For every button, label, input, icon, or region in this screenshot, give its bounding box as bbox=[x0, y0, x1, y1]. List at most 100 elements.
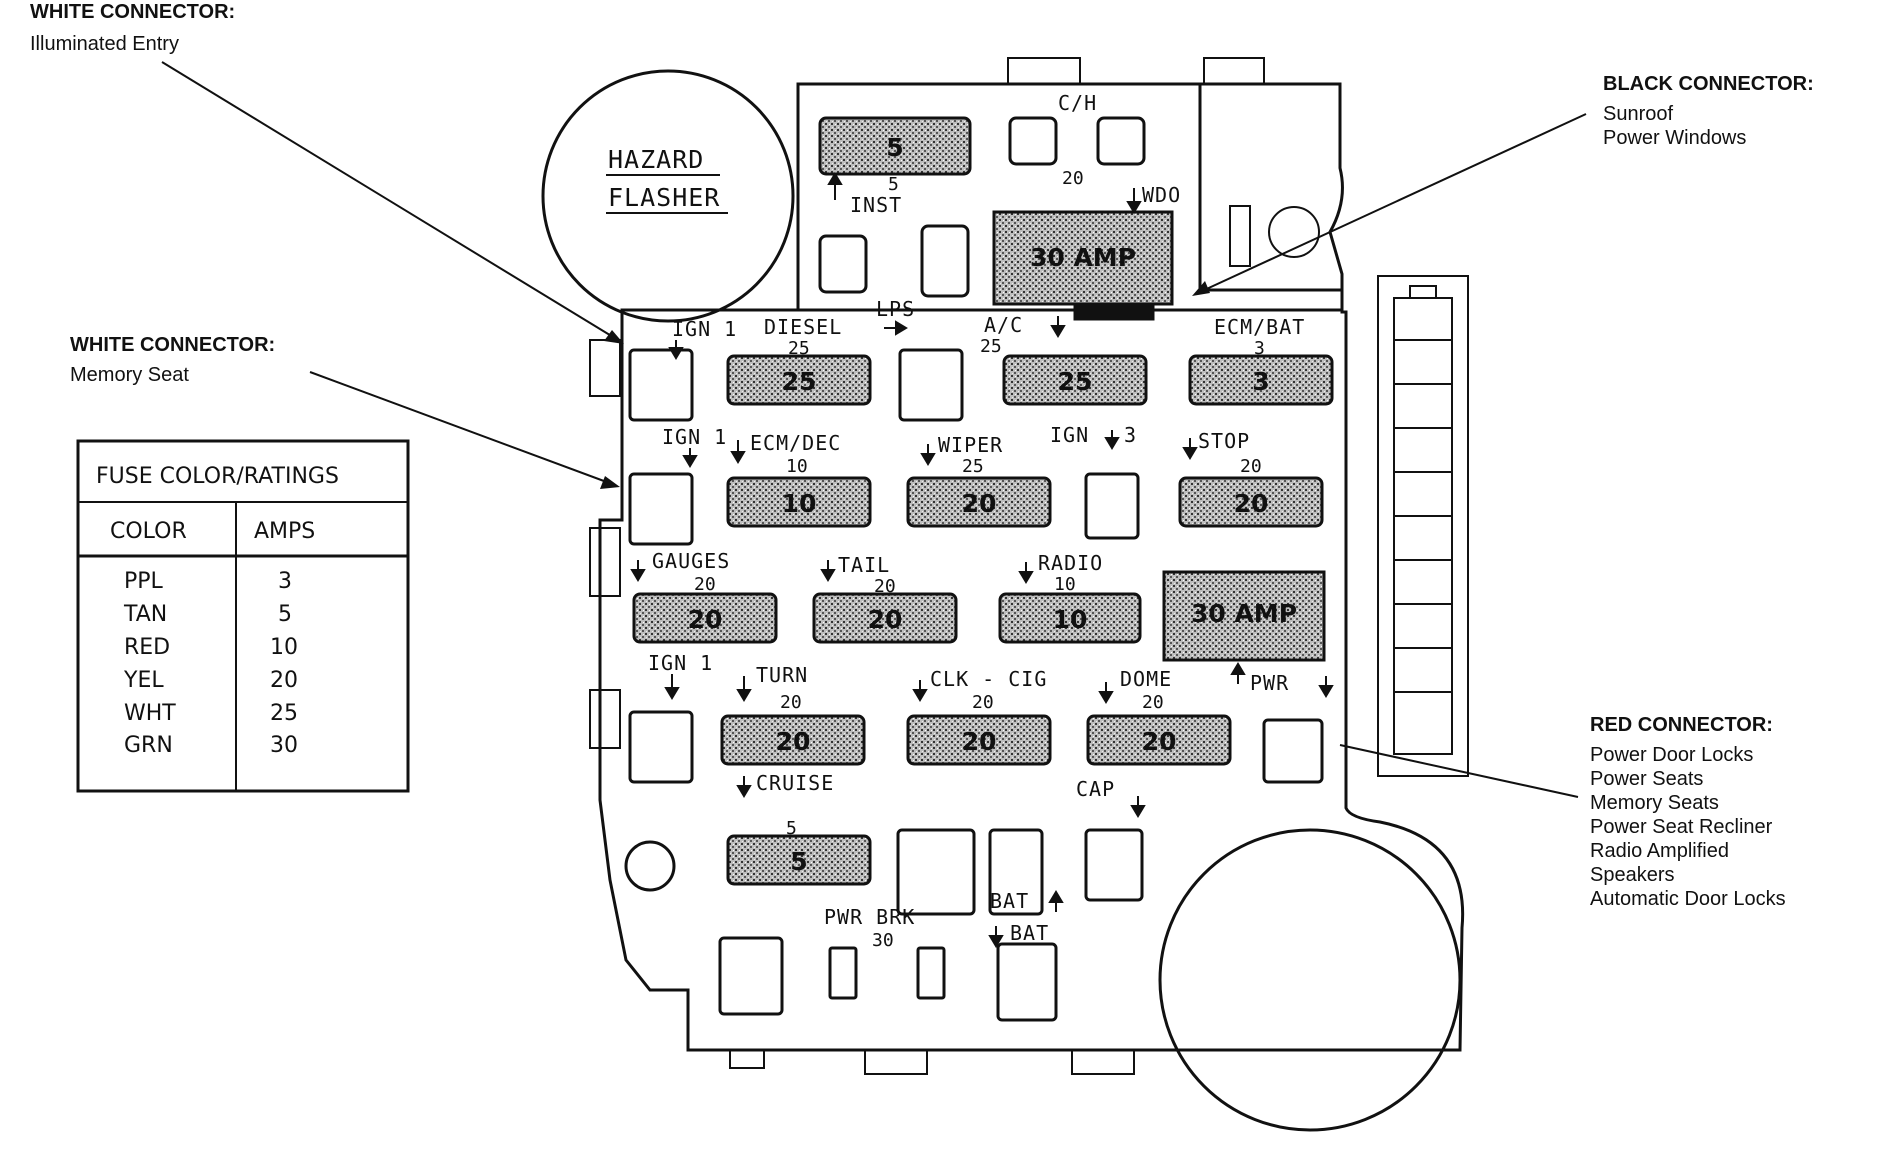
label-gauges-rate: 20 bbox=[694, 574, 716, 595]
callout-white-memory: WHITE CONNECTOR: Memory Seat bbox=[70, 334, 620, 489]
fuse-value: 20 bbox=[1234, 489, 1269, 518]
table-header-amps: AMPS bbox=[254, 519, 315, 544]
fuse-value: 20 bbox=[962, 489, 997, 518]
label-pwr-brk-rate: 30 bbox=[872, 930, 894, 951]
fuse-value: 3 bbox=[1252, 367, 1269, 396]
callout-item: Power Seats bbox=[1590, 768, 1703, 790]
fuse-value: 20 bbox=[776, 727, 811, 756]
callout-title: WHITE CONNECTOR: bbox=[70, 334, 275, 356]
fuse-value: 30 AMP bbox=[1191, 599, 1297, 628]
label-tail: TAIL bbox=[838, 553, 890, 577]
table-cell-amps: 30 bbox=[270, 733, 298, 758]
callout-item: Speakers bbox=[1590, 864, 1675, 886]
label-ign1-b: IGN 1 bbox=[662, 425, 727, 449]
leader-line bbox=[1199, 113, 1587, 293]
label-tail-rate: 20 bbox=[874, 576, 896, 597]
fuse-wiper: 20 bbox=[906, 476, 1052, 528]
arrow-down-icon bbox=[1182, 447, 1198, 460]
table-cell-amps: 3 bbox=[278, 569, 292, 594]
table-cell-color: YEL bbox=[123, 668, 164, 693]
arrow-down-icon bbox=[736, 689, 752, 702]
socket-group bbox=[628, 116, 1324, 1022]
callout-item: Power Windows bbox=[1603, 127, 1746, 149]
label-pwr: PWR bbox=[1250, 671, 1289, 695]
label-ac-rate: 25 bbox=[980, 336, 1002, 357]
label-ign1-c: IGN 1 bbox=[648, 651, 713, 675]
label-diesel: DIESEL bbox=[764, 315, 842, 339]
callout-item: Power Door Locks bbox=[1590, 744, 1753, 766]
fuse-value: 30 AMP bbox=[1030, 243, 1136, 272]
table-cell-amps: 5 bbox=[278, 602, 292, 627]
fuse-value: 25 bbox=[782, 367, 817, 396]
leader-line bbox=[309, 371, 613, 485]
fuse-value: 25 bbox=[1058, 367, 1093, 396]
callout-item: Power Seat Recliner bbox=[1590, 816, 1773, 838]
label-radio-rate: 10 bbox=[1054, 574, 1076, 595]
label-ecm-dec: ECM/DEC bbox=[750, 431, 841, 455]
fuse-diesel: 25 bbox=[726, 354, 872, 406]
label-radio: RADIO bbox=[1038, 551, 1103, 575]
callout-item: Sunroof bbox=[1603, 103, 1673, 125]
table-cell-color: WHT bbox=[124, 701, 176, 726]
fuse-30-amp-mid: 30 AMP bbox=[1162, 570, 1326, 662]
arrow-down-icon bbox=[730, 451, 746, 464]
callout-item: Automatic Door Locks bbox=[1590, 888, 1786, 910]
label-inst: INST bbox=[850, 193, 902, 217]
table-title: FUSE COLOR/RATINGS bbox=[96, 464, 339, 489]
label-wiper-rate: 25 bbox=[962, 456, 984, 477]
label-ign1-a: IGN 1 bbox=[672, 317, 737, 341]
arrow-down-icon bbox=[1318, 685, 1334, 698]
fuse-dome: 20 bbox=[1086, 714, 1232, 766]
leader-line bbox=[161, 61, 619, 341]
arrow-up-icon bbox=[827, 172, 843, 185]
label-lps: LPS bbox=[876, 297, 915, 321]
leader-line bbox=[1339, 744, 1579, 798]
label-cruise-rate: 5 bbox=[786, 818, 797, 839]
arrow-down-icon bbox=[1098, 691, 1114, 704]
arrow-down-icon bbox=[736, 785, 752, 798]
callout-red: RED CONNECTOR: Power Door Locks Power Se… bbox=[1339, 714, 1786, 910]
callout-title: WHITE CONNECTOR: bbox=[30, 1, 235, 23]
table-cell-amps: 20 bbox=[270, 668, 298, 693]
callout-white-illuminated: WHITE CONNECTOR: Illuminated Entry bbox=[30, 1, 624, 344]
arrow-down-icon bbox=[1018, 571, 1034, 584]
callout-title: BLACK CONNECTOR: bbox=[1603, 73, 1814, 95]
table-cell-amps: 10 bbox=[270, 635, 298, 660]
fuse-30-amp-top: 30 AMP bbox=[992, 210, 1174, 306]
label-inst-rate: 5 bbox=[888, 174, 899, 195]
label-stop-rate: 20 bbox=[1240, 456, 1262, 477]
callout-black: BLACK CONNECTOR: Sunroof Power Windows bbox=[1192, 73, 1814, 296]
arrow-down-icon bbox=[820, 569, 836, 582]
arrow-head-icon bbox=[600, 476, 620, 489]
label-clk-cig: CLK - CIG bbox=[930, 667, 1047, 691]
fuse-value: 20 bbox=[962, 727, 997, 756]
table-cell-color: PPL bbox=[124, 569, 164, 594]
arrow-down-icon bbox=[1050, 325, 1066, 338]
table-cell-amps: 25 bbox=[270, 701, 298, 726]
arrow-down-icon bbox=[912, 689, 928, 702]
hazard-flasher: HAZARD FLASHER bbox=[541, 69, 795, 323]
label-wiper: WIPER bbox=[938, 433, 1003, 457]
fuse-value: 10 bbox=[782, 489, 817, 518]
fuse-color-table: FUSE COLOR/RATINGS COLOR AMPS PPL 3 TAN … bbox=[76, 439, 410, 793]
fuse-tail: 20 bbox=[812, 592, 958, 644]
fuse-value: 20 bbox=[868, 605, 903, 634]
fuse-panel-body bbox=[589, 57, 1469, 1132]
pointer-arrows bbox=[630, 172, 1334, 948]
table-cell-color: GRN bbox=[124, 733, 173, 758]
fuse-stop: 20 bbox=[1178, 476, 1324, 528]
fuse-ac: 25 bbox=[1002, 354, 1148, 406]
label-turn-rate: 20 bbox=[780, 692, 802, 713]
fuse-radio: 10 bbox=[998, 592, 1142, 644]
label-ecm-bat-rate: 3 bbox=[1254, 338, 1265, 359]
fuse-gauges: 20 bbox=[632, 592, 778, 644]
fuse-value: 5 bbox=[886, 133, 903, 162]
label-diesel-rate: 25 bbox=[788, 338, 810, 359]
arrow-up-icon bbox=[1230, 662, 1246, 675]
slot-labels: C/H 20 5 INST WDO LPS IGN 1 DIESEL 25 A/… bbox=[648, 91, 1304, 951]
label-pwr-brk: PWR BRK bbox=[824, 905, 915, 929]
arrow-down-icon bbox=[1104, 437, 1120, 450]
fuse-value: 10 bbox=[1053, 605, 1088, 634]
fuse-inst: 5 bbox=[818, 116, 972, 176]
label-ch: C/H bbox=[1058, 91, 1097, 115]
